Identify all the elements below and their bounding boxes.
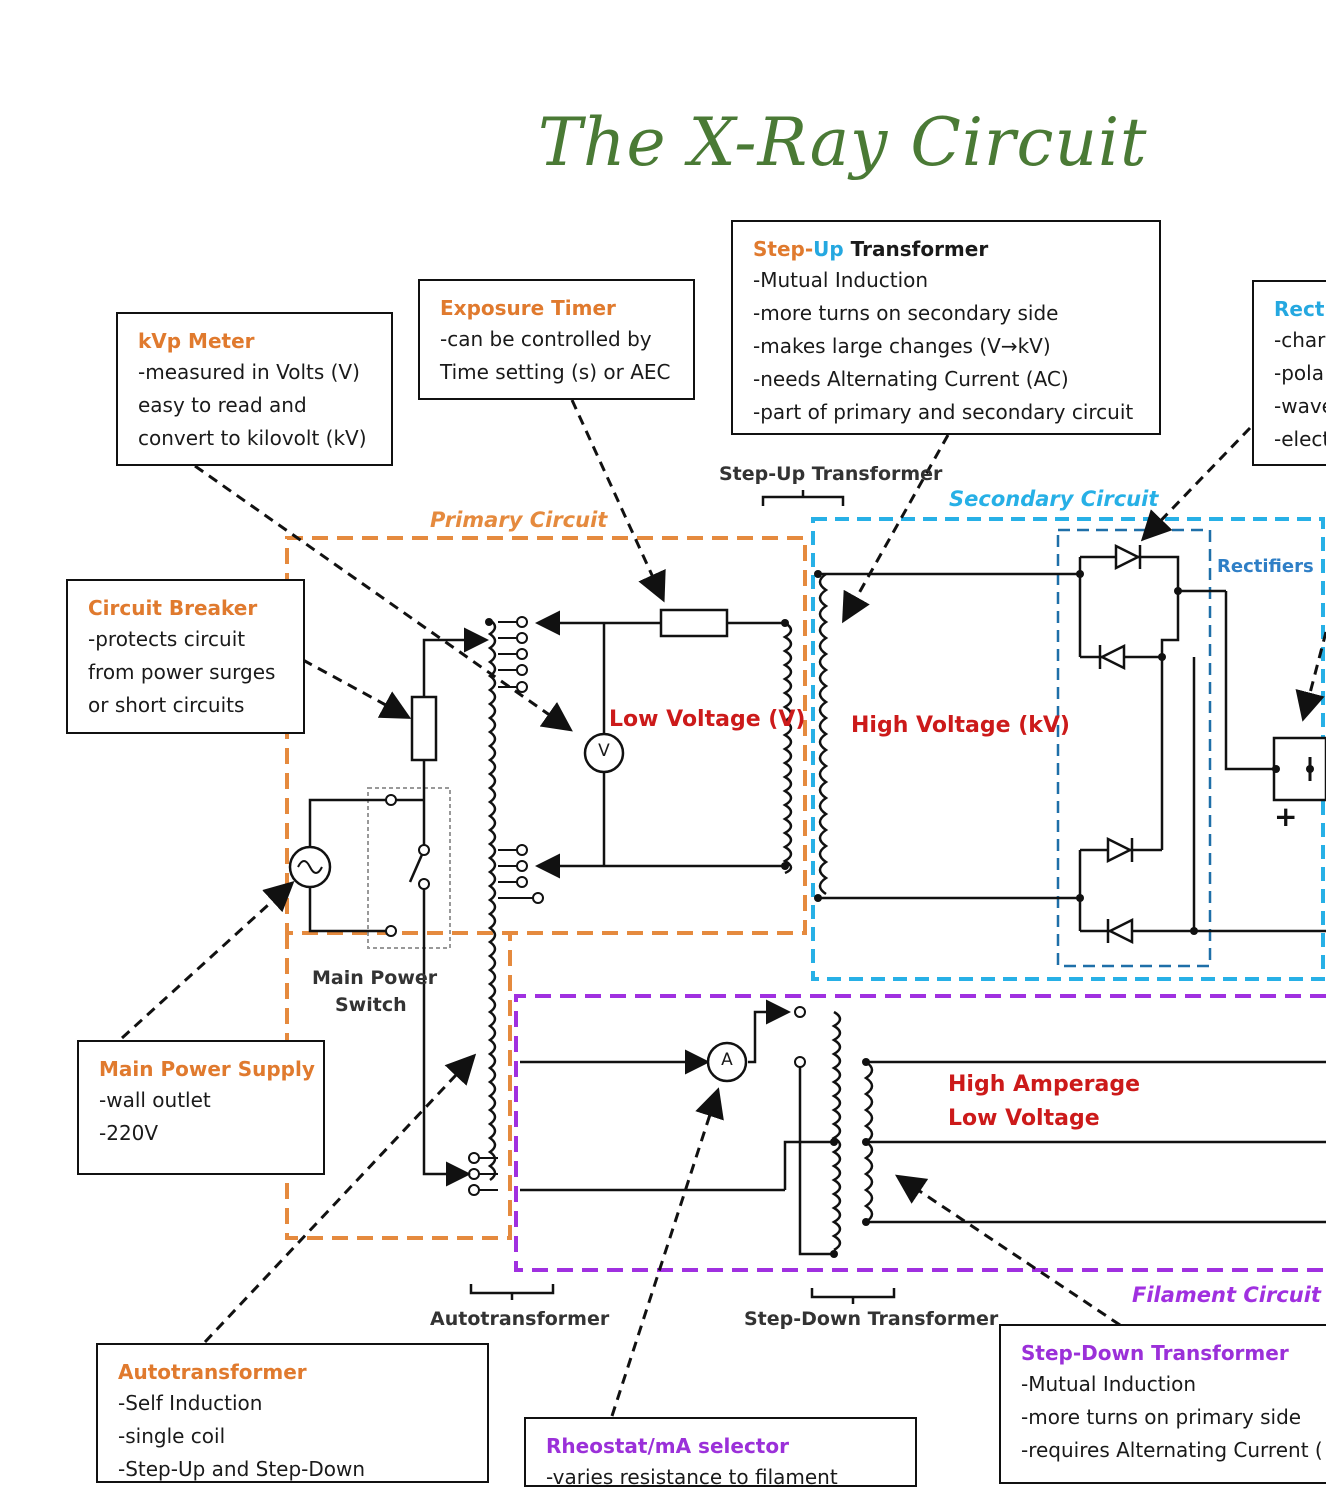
circuit-breaker-box: Circuit Breaker -protects circuit from p… — [66, 579, 305, 734]
rectifier-region — [1056, 528, 1212, 968]
autotransformer-box: Autotransformer -Self Induction -single … — [96, 1343, 489, 1483]
stepdown-line-2: -more turns on primary side — [1021, 1405, 1302, 1429]
stepdown-line-1: -Mutual Induction — [1021, 1372, 1197, 1396]
breaker-line-3: or short circuits — [88, 693, 245, 717]
circuit-breaker-symbol — [410, 695, 438, 762]
rheostat-line-1: -varies resistance to filament — [546, 1465, 838, 1487]
main-power-switch-label-2: Switch — [335, 994, 407, 1016]
kvp-line-2: easy to read and — [138, 393, 307, 417]
stepup-line-1: -Mutual Induction — [753, 268, 929, 292]
rheostat-box: Rheostat/mA selector -varies resistance … — [524, 1417, 917, 1487]
timer-line-2: Time setting (s) or AEC — [440, 360, 671, 384]
autotransformer-heading: Autotransformer — [118, 1360, 307, 1384]
rect-line-2: -pola — [1274, 361, 1324, 385]
main-power-switch-region — [367, 787, 451, 949]
exposure-timer-box: Exposure Timer -can be controlled by Tim… — [418, 279, 695, 400]
stepup-transformer-coils — [782, 572, 829, 896]
rectifier-diodes — [1098, 543, 1142, 945]
rectifiers-label: Rectifiers — [1217, 556, 1314, 577]
autotransformer-label: Autotransformer — [430, 1308, 610, 1330]
kvp-meter-heading: kVp Meter — [138, 329, 255, 353]
stepup-heading-a: Step- — [753, 237, 814, 261]
kvp-line-1: -measured in Volts (V) — [138, 360, 360, 384]
kvp-meter-box: kVp Meter -measured in Volts (V) easy to… — [116, 312, 393, 466]
rectifiers-box: Recti -char -pola -wave -elect — [1252, 280, 1326, 466]
kvp-line-3: convert to kilovolt (kV) — [138, 426, 367, 450]
label-brackets — [469, 490, 896, 1304]
stepdown-line-3: -requires Alternating Current ( — [1021, 1438, 1323, 1462]
autotransformer-coil — [487, 618, 497, 1182]
primary-circuit-region — [285, 536, 807, 935]
stepup-heading-b: Up — [813, 237, 844, 261]
filament-circuit-region — [514, 994, 1326, 1272]
exposure-timer-heading: Exposure Timer — [440, 296, 616, 320]
positive-terminal-label: + — [1274, 800, 1298, 833]
pointer-arrows — [120, 399, 1326, 1417]
rheostat-heading: Rheostat/mA selector — [546, 1434, 789, 1458]
secondary-circuit-label: Secondary Circuit — [949, 487, 1159, 511]
main-power-switch-label-1: Main Power — [312, 967, 438, 989]
supply-line-2: -220V — [99, 1121, 159, 1145]
low-voltage-label: Low Voltage (V) — [609, 707, 806, 732]
exposure-timer-symbol — [659, 608, 729, 638]
breaker-line-2: from power surges — [88, 660, 276, 684]
rect-line-4: -elect — [1274, 427, 1326, 451]
filament-wiring — [520, 999, 1326, 1256]
secondary-circuit-region — [811, 517, 1325, 981]
voltmeter-symbol — [583, 732, 625, 774]
high-voltage-label: High Voltage (kV) — [851, 713, 1070, 738]
stepup-line-4: -needs Alternating Current (AC) — [753, 367, 1069, 391]
filament-circuit-label: Filament Circuit — [1132, 1283, 1321, 1307]
circuit-breaker-heading: Circuit Breaker — [88, 596, 258, 620]
low-voltage-filament-label: Low Voltage — [948, 1106, 1100, 1131]
rectifiers-heading: Recti — [1274, 297, 1326, 321]
secondary-wiring — [818, 555, 1326, 933]
main-power-supply-heading: Main Power Supply — [99, 1057, 315, 1081]
ammeter-label: A — [721, 1050, 733, 1070]
stepdown-heading: Step-Down Transformer — [1021, 1341, 1289, 1365]
voltmeter-label: V — [598, 741, 610, 761]
auto-line-2: -single coil — [118, 1424, 226, 1448]
stepup-line-3: -makes large changes (V→kV) — [753, 334, 1051, 358]
auto-line-3: -Step-Up and Step-Down — [118, 1457, 366, 1481]
stepup-transformer-box: Step-Up Transformer -Mutual Induction -m… — [731, 220, 1161, 435]
primary-wiring — [308, 610, 785, 1187]
auto-line-1: -Self Induction — [118, 1391, 263, 1415]
high-amperage-label: High Amperage — [948, 1072, 1141, 1097]
timer-line-1: -can be controlled by — [440, 327, 652, 351]
stepup-heading-c: Transformer — [843, 237, 989, 261]
main-power-supply-box: Main Power Supply -wall outlet -220V — [77, 1040, 325, 1175]
ammeter-symbol — [706, 1041, 748, 1083]
page-title: The X-Ray Circuit — [538, 104, 1148, 181]
primary-circuit-label: Primary Circuit — [430, 508, 608, 532]
stepdown-transformer-label: Step-Down Transformer — [744, 1308, 999, 1330]
rect-line-3: -wave — [1274, 394, 1326, 418]
rect-line-1: -char — [1274, 328, 1326, 352]
supply-line-1: -wall outlet — [99, 1088, 211, 1112]
breaker-line-1: -protects circuit — [88, 627, 246, 651]
stepdown-transformer-box: Step-Down Transformer -Mutual Induction … — [999, 1324, 1326, 1484]
stepup-line-5: -part of primary and secondary circuit — [753, 400, 1134, 424]
stepup-transformer-label: Step-Up Transformer — [719, 463, 943, 485]
stepup-line-2: -more turns on secondary side — [753, 301, 1059, 325]
